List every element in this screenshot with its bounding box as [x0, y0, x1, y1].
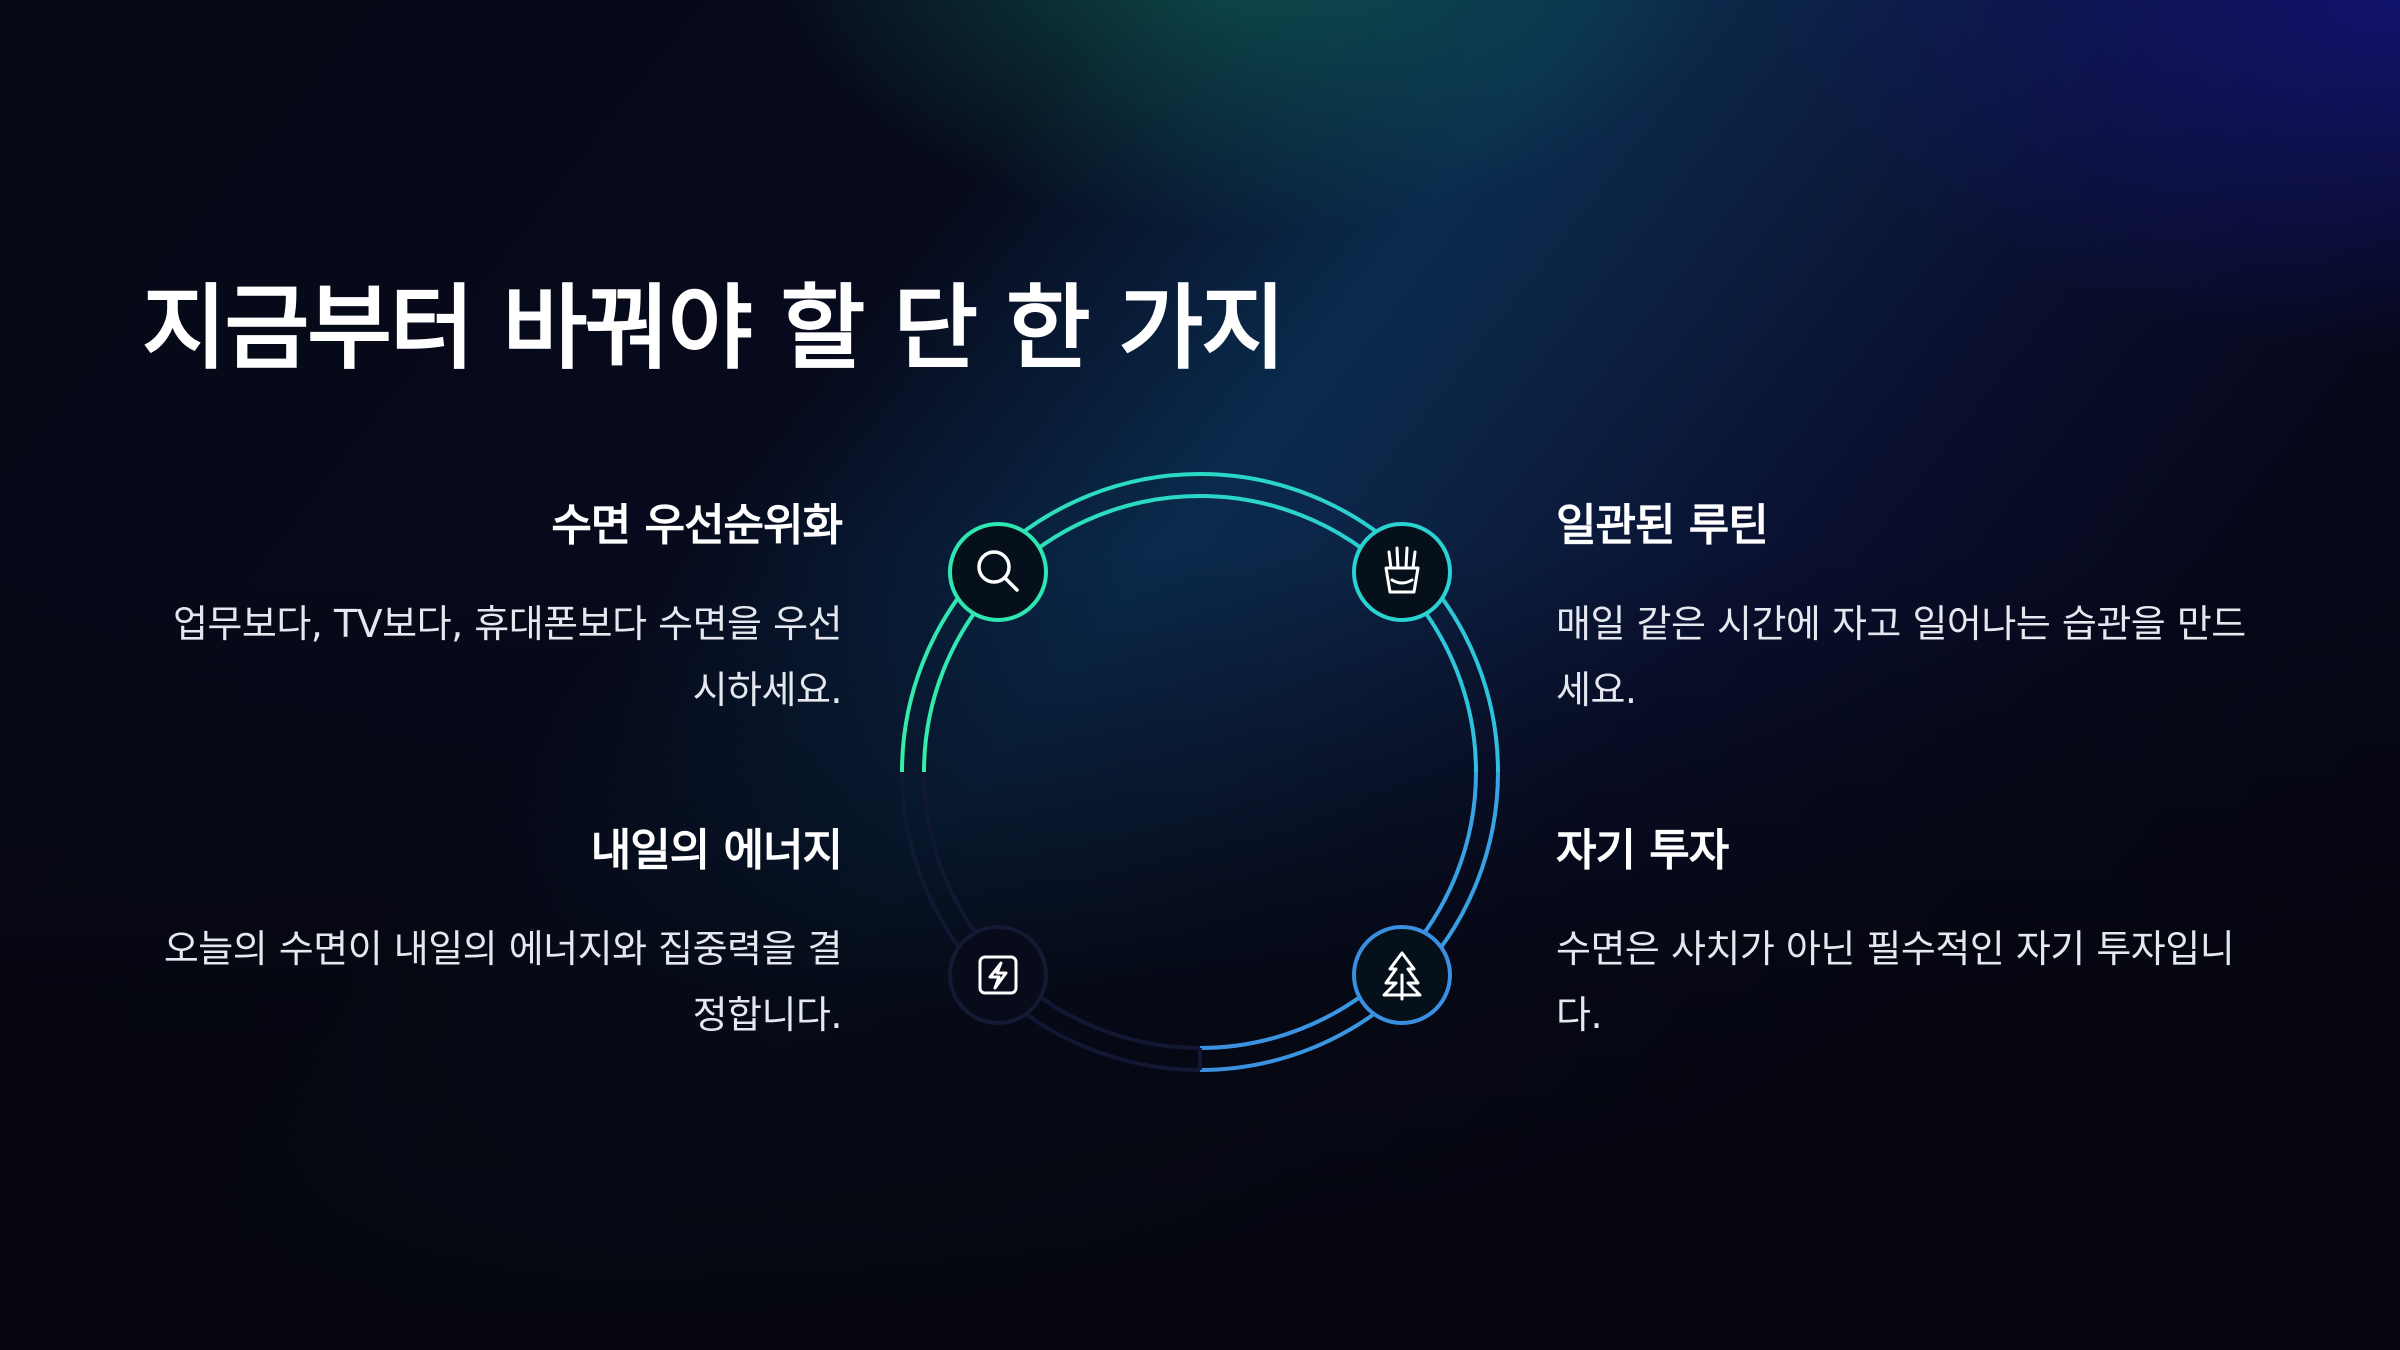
item-consistent-routine: 일관된 루틴 매일 같은 시간에 자고 일어나는 습관을 만드세요.: [1556, 500, 2256, 723]
marker-sleep-priority: [948, 522, 1048, 622]
ring-segment-bottom-right: [1199, 770, 1500, 1072]
fries-icon: [1384, 546, 1420, 594]
item-body: 오늘의 수면이 내일의 에너지와 집중력을 결정합니다.: [163, 926, 843, 1037]
marker-consistent-routine: [1352, 522, 1452, 622]
ring-arc: [1199, 771, 1500, 1072]
ring-arc: [900, 472, 1201, 773]
marker-tomorrow-energy: [948, 925, 1048, 1025]
item-sleep-priority: 수면 우선순위화 업무보다, TV보다, 휴대폰보다 수면을 우선시하세요.: [142, 500, 843, 723]
search-icon: [977, 550, 1019, 592]
ring-segment-bottom-left: [900, 771, 1202, 1072]
item-body: 업무보다, TV보다, 휴대폰보다 수면을 우선시하세요.: [172, 601, 843, 712]
item-body: 수면은 사치가 아닌 필수적인 자기 투자입니다.: [1556, 926, 2235, 1037]
slide-title: 지금부터 바꿔야 할 단 한 가지: [142, 275, 1286, 382]
item-self-investment: 자기 투자 수면은 사치가 아닌 필수적인 자기 투자입니다.: [1556, 825, 2256, 1048]
ring-arc: [900, 771, 1201, 1072]
ring-segment-top-left: [900, 472, 1201, 774]
item-heading: 수면 우선순위화: [551, 500, 843, 551]
tree-icon: [1382, 951, 1422, 1001]
marker-self-investment: [1352, 925, 1452, 1025]
ring-arc: [1199, 472, 1500, 773]
marker-ring: [948, 522, 1048, 622]
item-body: 매일 같은 시간에 자고 일어나는 습관을 만드세요.: [1556, 601, 2246, 712]
item-heading: 내일의 에너지: [590, 825, 843, 876]
lightning-icon: [978, 955, 1018, 995]
item-heading: 자기 투자: [1556, 825, 1729, 876]
item-tomorrow-energy: 내일의 에너지 오늘의 수면이 내일의 에너지와 집중력을 결정합니다.: [142, 825, 843, 1048]
marker-ring: [948, 925, 1048, 1025]
ring-segment-top-right: [1198, 472, 1500, 773]
marker-ring: [1352, 522, 1452, 622]
item-heading: 일관된 루틴: [1556, 500, 1769, 551]
